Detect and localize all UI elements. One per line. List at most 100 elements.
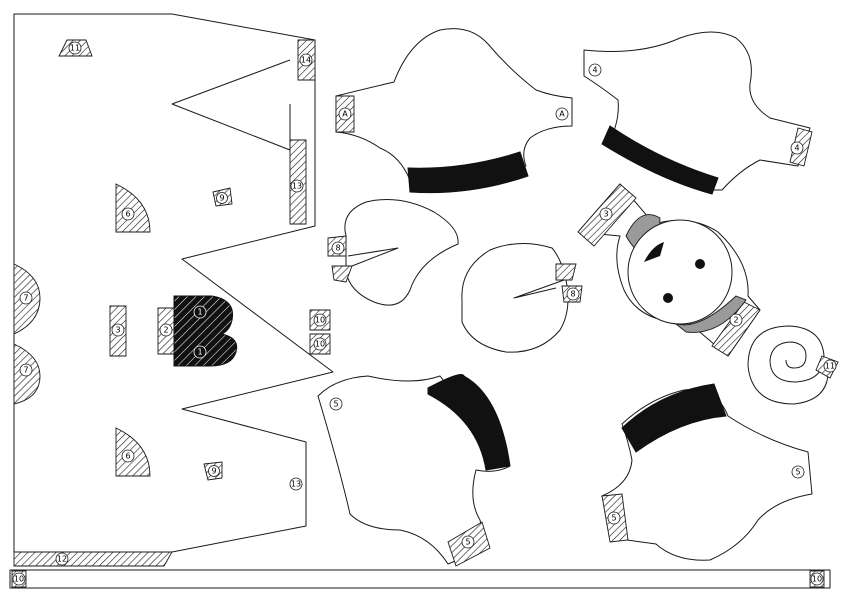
piece-number-text: 1	[197, 308, 202, 317]
piece-number-ring	[121, 207, 135, 221]
label-body-strip-12: 12	[55, 552, 69, 566]
piece-number-text: 2	[733, 316, 738, 325]
piece-number-ring	[19, 363, 33, 377]
piece-number-text: 10	[315, 340, 325, 349]
piece-number-ring	[566, 287, 580, 301]
ear-left-piece	[327, 199, 459, 306]
piece-number-text: 2	[163, 326, 168, 335]
label-face-2: 2	[729, 313, 743, 327]
piece-number-ring	[159, 323, 173, 337]
ear-right-piece	[461, 242, 583, 353]
label-leg-5-left-bottom: 5	[461, 535, 475, 549]
leg-5-right-black-band	[621, 383, 727, 453]
label-body-b-1-upper: 1	[193, 305, 207, 319]
leg-a-black-band	[407, 151, 529, 194]
piece-number-text: 5	[611, 514, 616, 523]
label-leg-5-left-top: 5	[329, 397, 343, 411]
ear-left-tab-lower	[331, 265, 353, 283]
piece-number-text: 3	[115, 326, 120, 335]
body-outline	[13, 13, 334, 553]
face-eyebrow	[644, 242, 664, 262]
label-body-flap-6-lower: 6	[121, 449, 135, 463]
leg-4-outline	[583, 31, 811, 191]
piece-number-ring	[208, 465, 220, 477]
piece-number-text: 7	[23, 294, 28, 303]
body-flap-6-lower	[115, 427, 151, 477]
piece-number-text: 5	[795, 468, 800, 477]
piece-number-ring	[193, 305, 207, 319]
piece-number-text: 4	[794, 144, 799, 153]
piece-number-text: 13	[292, 182, 302, 191]
base-strip	[9, 569, 831, 589]
piece-number-ring	[290, 179, 304, 193]
label-base-strip-10-left: 10	[12, 572, 26, 586]
leg-5-left-black-band	[427, 374, 511, 471]
piece-number-ring	[68, 41, 82, 55]
leg-a-outline	[335, 28, 573, 181]
leg-4-piece	[583, 31, 813, 195]
label-body-tab-14: 14	[299, 53, 313, 67]
leg-a-piece	[335, 28, 573, 194]
piece-number-text: 7	[23, 366, 28, 375]
body-b-shape	[173, 295, 238, 367]
piece-number-text: 5	[465, 538, 470, 547]
leg-5-left-piece	[317, 374, 511, 567]
body-strip-12	[13, 551, 173, 567]
piece-number-ring	[790, 141, 804, 155]
label-body-strip-3: 3	[111, 323, 125, 337]
label-body-b-1-lower: 1	[193, 345, 207, 359]
piece-number-text: 14	[301, 56, 311, 65]
piece-number-ring	[299, 53, 313, 67]
piece-number-text: 13	[291, 480, 301, 489]
label-body-edge-7-lower: 7	[19, 363, 33, 377]
piece-number-ring	[823, 359, 837, 373]
piece-number-ring	[729, 313, 743, 327]
piece-number-ring	[555, 107, 569, 121]
piece-number-ring	[313, 313, 327, 327]
label-leg-a-left: A	[338, 107, 352, 121]
label-body-tab-13-lower: 13	[289, 477, 303, 491]
piece-number-text: 10	[315, 316, 325, 325]
label-leg-4-top: 4	[588, 63, 602, 77]
label-leg-5-right-side: 5	[791, 465, 805, 479]
face-eye-lower	[663, 293, 673, 303]
piece-number-ring	[12, 572, 26, 586]
body-piece	[13, 13, 334, 567]
leg-5-left-outline	[317, 375, 511, 565]
label-body-tab-11: 11	[68, 41, 82, 55]
piece-number-text: 10	[14, 575, 24, 584]
piece-number-text: 11	[70, 44, 80, 53]
piece-number-ring	[329, 397, 343, 411]
label-body-edge-7-upper: 7	[19, 291, 33, 305]
piece-number-ring	[111, 323, 125, 337]
piece-number-text: 8	[570, 290, 575, 299]
piece-number-ring	[216, 192, 228, 204]
label-body-tab-9-upper: 9	[216, 192, 228, 204]
base-strip-outline	[9, 569, 831, 589]
face-eye-upper	[695, 259, 705, 269]
piece-number-ring	[55, 552, 69, 566]
label-tail-11: 11	[823, 359, 837, 373]
label-ear-8-right: 8	[566, 287, 580, 301]
label-leg-4-right: 4	[790, 141, 804, 155]
label-ear-8-left: 8	[331, 241, 345, 255]
piece-number-text: 5	[333, 400, 338, 409]
piece-number-text: A	[559, 110, 565, 119]
piece-number-text: 6	[125, 452, 130, 461]
leg-4-black-band	[601, 125, 719, 195]
piece-number-text: 12	[57, 555, 67, 564]
piece-number-text: 1	[197, 348, 202, 357]
piece-number-ring	[193, 345, 207, 359]
face-piece	[577, 183, 761, 357]
piece-number-ring	[313, 337, 327, 351]
label-body-tab-13-upper: 13	[290, 179, 304, 193]
piece-number-text: A	[342, 110, 348, 119]
piece-number-ring	[791, 465, 805, 479]
ear-right-tab-upper	[555, 263, 577, 281]
ear-right-slit	[513, 279, 565, 299]
piece-number-ring	[588, 63, 602, 77]
ear-left-outline	[344, 199, 459, 306]
label-face-3: 3	[599, 207, 613, 221]
label-body-flap-6-upper: 6	[121, 207, 135, 221]
